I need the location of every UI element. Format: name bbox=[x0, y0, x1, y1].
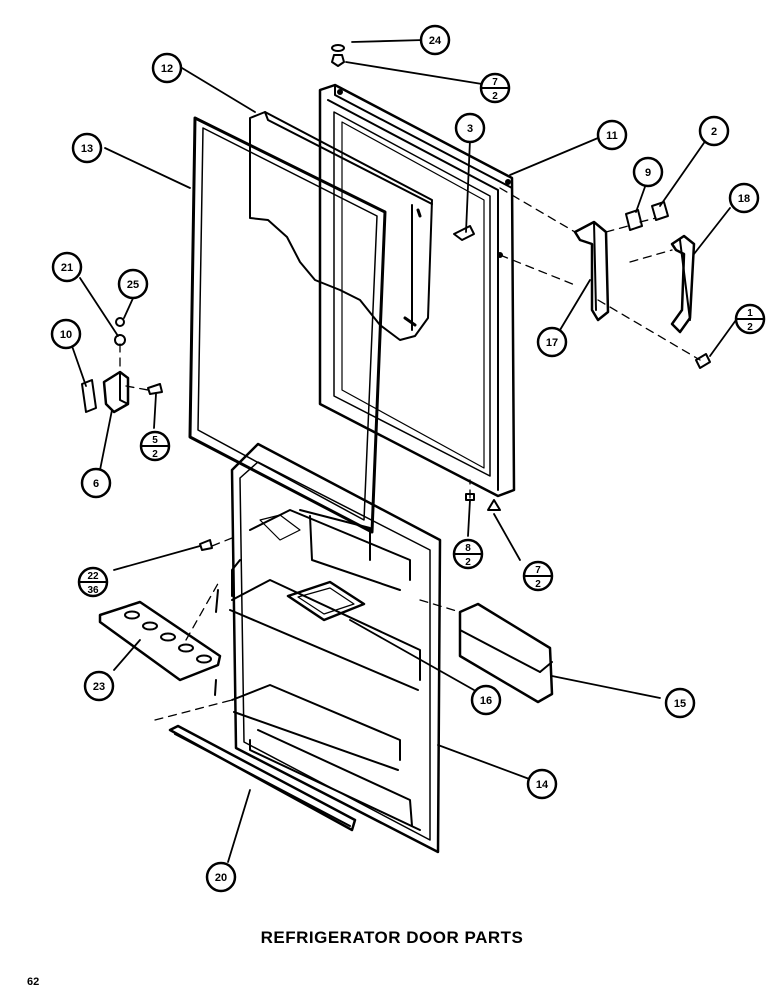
outer-door-panel bbox=[318, 83, 516, 498]
fraction-callout-5-2: 52 bbox=[139, 430, 171, 462]
callout-label: 17 bbox=[546, 337, 558, 349]
handle-bracket bbox=[573, 220, 610, 322]
fraction-callout-1-2: 12 bbox=[734, 303, 766, 335]
callout-18: 18 bbox=[728, 182, 760, 214]
insulation-panel bbox=[249, 111, 433, 341]
callout-24: 24 bbox=[419, 24, 451, 56]
callout-11: 11 bbox=[596, 119, 628, 151]
callout-label: 6 bbox=[93, 478, 99, 490]
egg-tray bbox=[98, 600, 222, 682]
callout-label: 24 bbox=[429, 35, 442, 47]
callout-label: 2 bbox=[711, 126, 717, 138]
callout-6: 6 bbox=[80, 467, 112, 499]
handle-insert-9 bbox=[625, 209, 643, 231]
callout-3: 3 bbox=[454, 112, 486, 144]
fraction-callout-7-2: 72 bbox=[522, 560, 554, 592]
fraction-callout-7-2: 72 bbox=[479, 72, 511, 104]
assembly-lines bbox=[119, 187, 701, 721]
callout-20: 20 bbox=[205, 861, 237, 893]
fraction-bottom: 2 bbox=[492, 91, 498, 102]
fraction-top: 8 bbox=[465, 543, 471, 554]
hardware-parts bbox=[114, 44, 711, 551]
callout-label: 10 bbox=[60, 329, 72, 341]
callout-14: 14 bbox=[526, 768, 558, 800]
door-handle bbox=[670, 234, 696, 334]
callout-label: 20 bbox=[215, 872, 227, 884]
hinge-bracket bbox=[102, 370, 130, 414]
fraction-top: 5 bbox=[152, 435, 158, 446]
trim-strip bbox=[168, 724, 357, 832]
fraction-top: 22 bbox=[87, 571, 99, 582]
dairy-compartment bbox=[286, 580, 366, 622]
fraction-top: 1 bbox=[747, 308, 753, 319]
fraction-top: 7 bbox=[535, 565, 541, 576]
callout-21: 21 bbox=[51, 251, 83, 283]
callout-10: 10 bbox=[50, 318, 82, 350]
callout-label: 23 bbox=[93, 681, 105, 693]
callout-label: 11 bbox=[606, 130, 618, 142]
handle-insert-2 bbox=[651, 201, 669, 221]
fraction-callout-8-2: 82 bbox=[452, 538, 484, 570]
hinge-shim bbox=[81, 379, 97, 413]
callout-9: 9 bbox=[632, 156, 664, 188]
door-gasket bbox=[188, 116, 387, 534]
fraction-bottom: 2 bbox=[152, 449, 158, 460]
fraction-bottom: 2 bbox=[535, 579, 541, 590]
callout-label: 21 bbox=[61, 262, 73, 274]
callout-12: 12 bbox=[151, 52, 183, 84]
leader-lines bbox=[71, 39, 737, 863]
callout-label: 12 bbox=[161, 63, 173, 75]
door-shelf bbox=[458, 602, 554, 704]
page-number: 62 bbox=[27, 976, 40, 988]
fraction-top: 7 bbox=[492, 77, 498, 88]
callout-label: 15 bbox=[674, 698, 686, 710]
callout-2: 2 bbox=[698, 115, 730, 147]
callout-25: 25 bbox=[117, 268, 149, 300]
fraction-bottom: 2 bbox=[747, 322, 753, 333]
fraction-bottom: 36 bbox=[87, 585, 99, 596]
callout-label: 13 bbox=[81, 143, 93, 155]
callout-label: 16 bbox=[480, 695, 492, 707]
callout-16: 16 bbox=[470, 684, 502, 716]
callout-label: 9 bbox=[645, 167, 651, 179]
inner-door-liner bbox=[214, 442, 442, 854]
callout-label: 14 bbox=[536, 779, 549, 791]
callout-label: 18 bbox=[738, 193, 750, 205]
callout-17: 17 bbox=[536, 326, 568, 358]
callout-15: 15 bbox=[664, 687, 696, 719]
callout-label: 3 bbox=[467, 123, 473, 135]
callout-13: 13 bbox=[71, 132, 103, 164]
fraction-bottom: 2 bbox=[465, 557, 471, 568]
page-title: REFRIGERATOR DOOR PARTS bbox=[260, 928, 524, 947]
callout-23: 23 bbox=[83, 670, 115, 702]
callout-label: 25 bbox=[127, 279, 139, 291]
